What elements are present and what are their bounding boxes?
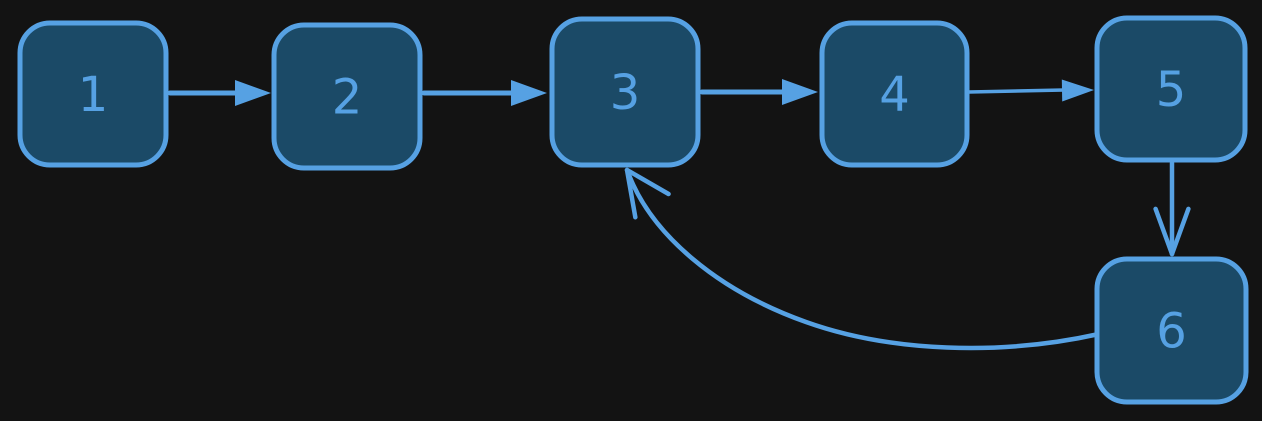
node-label: 3 bbox=[610, 65, 641, 121]
node-5[interactable]: 5 bbox=[1094, 15, 1248, 163]
edge-3-4[interactable] bbox=[699, 79, 818, 105]
arrowhead-triangle-icon bbox=[511, 80, 547, 106]
arrowhead-triangle-icon bbox=[1061, 79, 1094, 102]
edge-2-3[interactable] bbox=[421, 80, 547, 106]
arrowhead-vee-icon bbox=[1169, 206, 1191, 257]
node-label: 2 bbox=[332, 69, 363, 125]
edge-4-5[interactable] bbox=[967, 79, 1094, 102]
node-label: 1 bbox=[78, 67, 109, 123]
node-box bbox=[17, 20, 169, 168]
node-2[interactable]: 2 bbox=[271, 22, 423, 171]
node-box bbox=[549, 16, 701, 168]
node-1[interactable]: 1 bbox=[17, 20, 169, 168]
node-6[interactable]: 6 bbox=[1094, 256, 1249, 405]
edge-line bbox=[626, 172, 1102, 351]
node-box bbox=[1094, 15, 1248, 163]
node-label: 4 bbox=[879, 67, 910, 123]
node-label: 6 bbox=[1156, 303, 1187, 359]
edge-line bbox=[967, 88, 1066, 94]
edge-5-6[interactable] bbox=[1153, 160, 1191, 257]
edge-1-2[interactable] bbox=[167, 80, 271, 106]
arrowhead-vee-icon bbox=[1153, 206, 1175, 257]
node-box bbox=[271, 22, 423, 171]
arrowhead-triangle-icon bbox=[782, 79, 818, 105]
node-3[interactable]: 3 bbox=[549, 16, 701, 168]
arrowhead-vee-icon bbox=[624, 167, 638, 220]
node-box bbox=[1094, 256, 1249, 405]
node-box bbox=[819, 20, 970, 168]
arrowhead-vee-icon bbox=[624, 167, 671, 197]
edge-6-3[interactable] bbox=[624, 167, 1102, 351]
arrowhead-triangle-icon bbox=[235, 80, 271, 106]
node-4[interactable]: 4 bbox=[819, 20, 970, 168]
node-label: 5 bbox=[1156, 62, 1187, 118]
